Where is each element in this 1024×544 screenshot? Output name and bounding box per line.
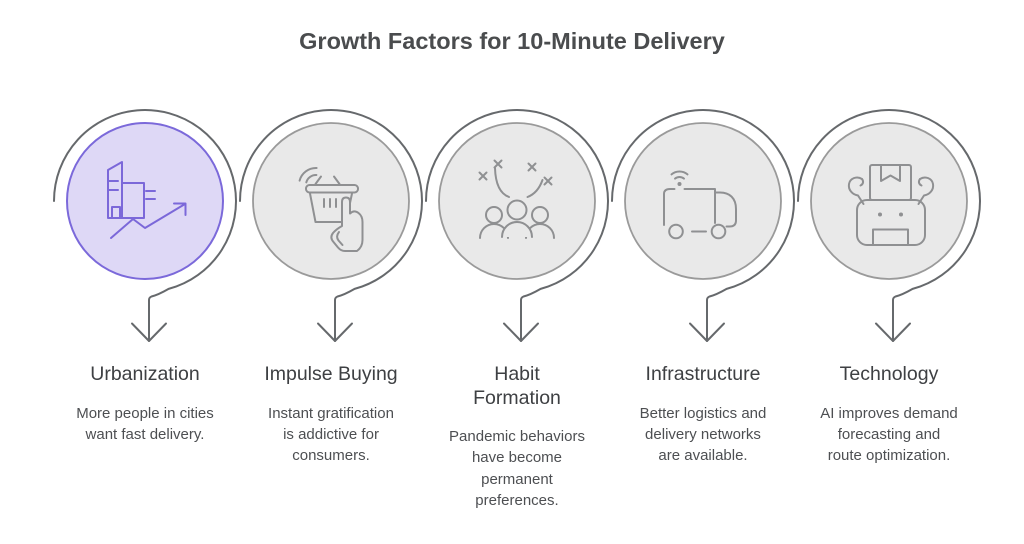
ring-arrow	[425, 109, 609, 343]
factor-description: More people in cities want fast delivery…	[76, 404, 214, 443]
ring-arrow	[53, 109, 237, 343]
technology-figure	[797, 109, 981, 343]
page-title: Growth Factors for 10-Minute Delivery	[299, 28, 725, 54]
smart-truck-icon	[663, 170, 737, 240]
urbanization-figure	[53, 109, 237, 343]
item-circle	[624, 122, 782, 281]
ring-arrow	[797, 109, 981, 343]
impulse-buying-figure	[239, 109, 423, 343]
factor-title: Impulse Buying	[264, 363, 398, 386]
people-celebration-icon	[478, 159, 555, 240]
ring-arrow	[239, 109, 423, 343]
robot-package-icon	[847, 164, 935, 247]
infrastructure-figure	[611, 109, 795, 343]
factor-column-urbanization: Urbanization More people in cities want …	[52, 101, 238, 511]
arrow-head-icon	[317, 322, 353, 343]
factor-column-technology: Technology AI improves demand forecastin…	[796, 101, 982, 511]
factor-column-impulse-buying: Impulse Buying Instant gratification is …	[238, 101, 424, 511]
arrow-head-icon	[503, 322, 539, 343]
factor-column-infrastructure: Infrastructure Better logistics and deli…	[610, 101, 796, 511]
factors-row: Urbanization More people in cities want …	[52, 101, 982, 511]
basket-tap-icon	[298, 167, 364, 253]
arrow-head-icon	[875, 322, 911, 343]
habit-formation-figure	[425, 109, 609, 343]
factor-title: Infrastructure	[645, 363, 761, 386]
factor-description: Pandemic behaviors have become permanent…	[449, 427, 585, 509]
arrow-head-icon	[689, 322, 725, 343]
factor-title: Technology	[839, 363, 939, 386]
factor-description: Instant gratification is addictive for c…	[268, 404, 394, 465]
factor-title: Urbanization	[90, 363, 200, 386]
arrow-head-icon	[131, 322, 167, 343]
ring-arrow	[611, 109, 795, 343]
city-growth-icon	[107, 161, 187, 240]
factor-title: Habit Formation	[473, 363, 561, 409]
factor-description: AI improves demand forecasting and route…	[820, 404, 958, 465]
factor-column-habit-formation: Habit Formation Pandemic behaviors have …	[424, 101, 610, 511]
factor-description: Better logistics and delivery networks a…	[639, 404, 767, 465]
